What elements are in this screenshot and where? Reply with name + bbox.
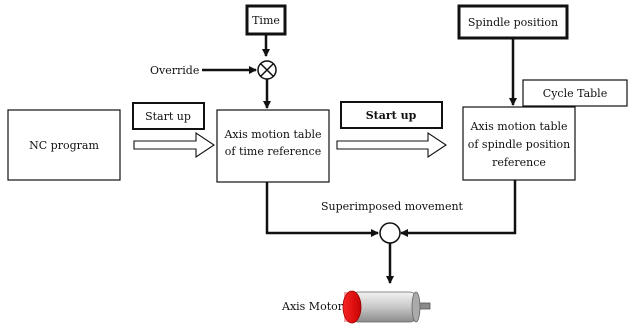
spindle-table-to-sum-arrow [400,180,517,237]
axis-motor-icon [342,290,431,324]
start-up-left-arrow [133,131,215,159]
time-table-to-sum-arrow [265,182,379,237]
axis-motor-label: Axis Motor [281,300,344,313]
superimposed-movement-label: Superimposed movement [321,200,464,213]
time-table-label-line1: Axis motion table [223,128,321,141]
start-up-right-label: Start up [366,109,417,122]
start-up-right-box: Start up [340,101,443,129]
summing-junction [379,222,401,244]
cycle-table-box: Cycle Table [522,79,628,107]
spindle-table-label-line1: Axis motion table [469,120,567,133]
time-reference-table-box: Axis motion table of time reference [216,109,330,183]
spindle-table-label-line2: of spindle position [468,138,571,151]
spindle-position-box: Spindle position [457,4,569,40]
nc-program-box: NC program [7,109,121,181]
spindle-position-label: Spindle position [468,16,558,29]
start-up-left-label: Start up [145,110,191,123]
spindle-reference-table-box: Axis motion table of spindle position re… [462,106,576,181]
time-label: Time [252,14,280,27]
override-label: Override [150,64,199,77]
nc-program-label: NC program [29,139,99,152]
override-multiplier-junction [257,60,277,80]
start-up-right-arrow [336,131,447,159]
cycle-table-label: Cycle Table [543,87,607,100]
start-up-left-box: Start up [132,102,205,130]
time-table-label-line2: of time reference [225,145,321,158]
spindle-table-label-line3: reference [492,156,546,169]
time-box: Time [245,4,287,36]
